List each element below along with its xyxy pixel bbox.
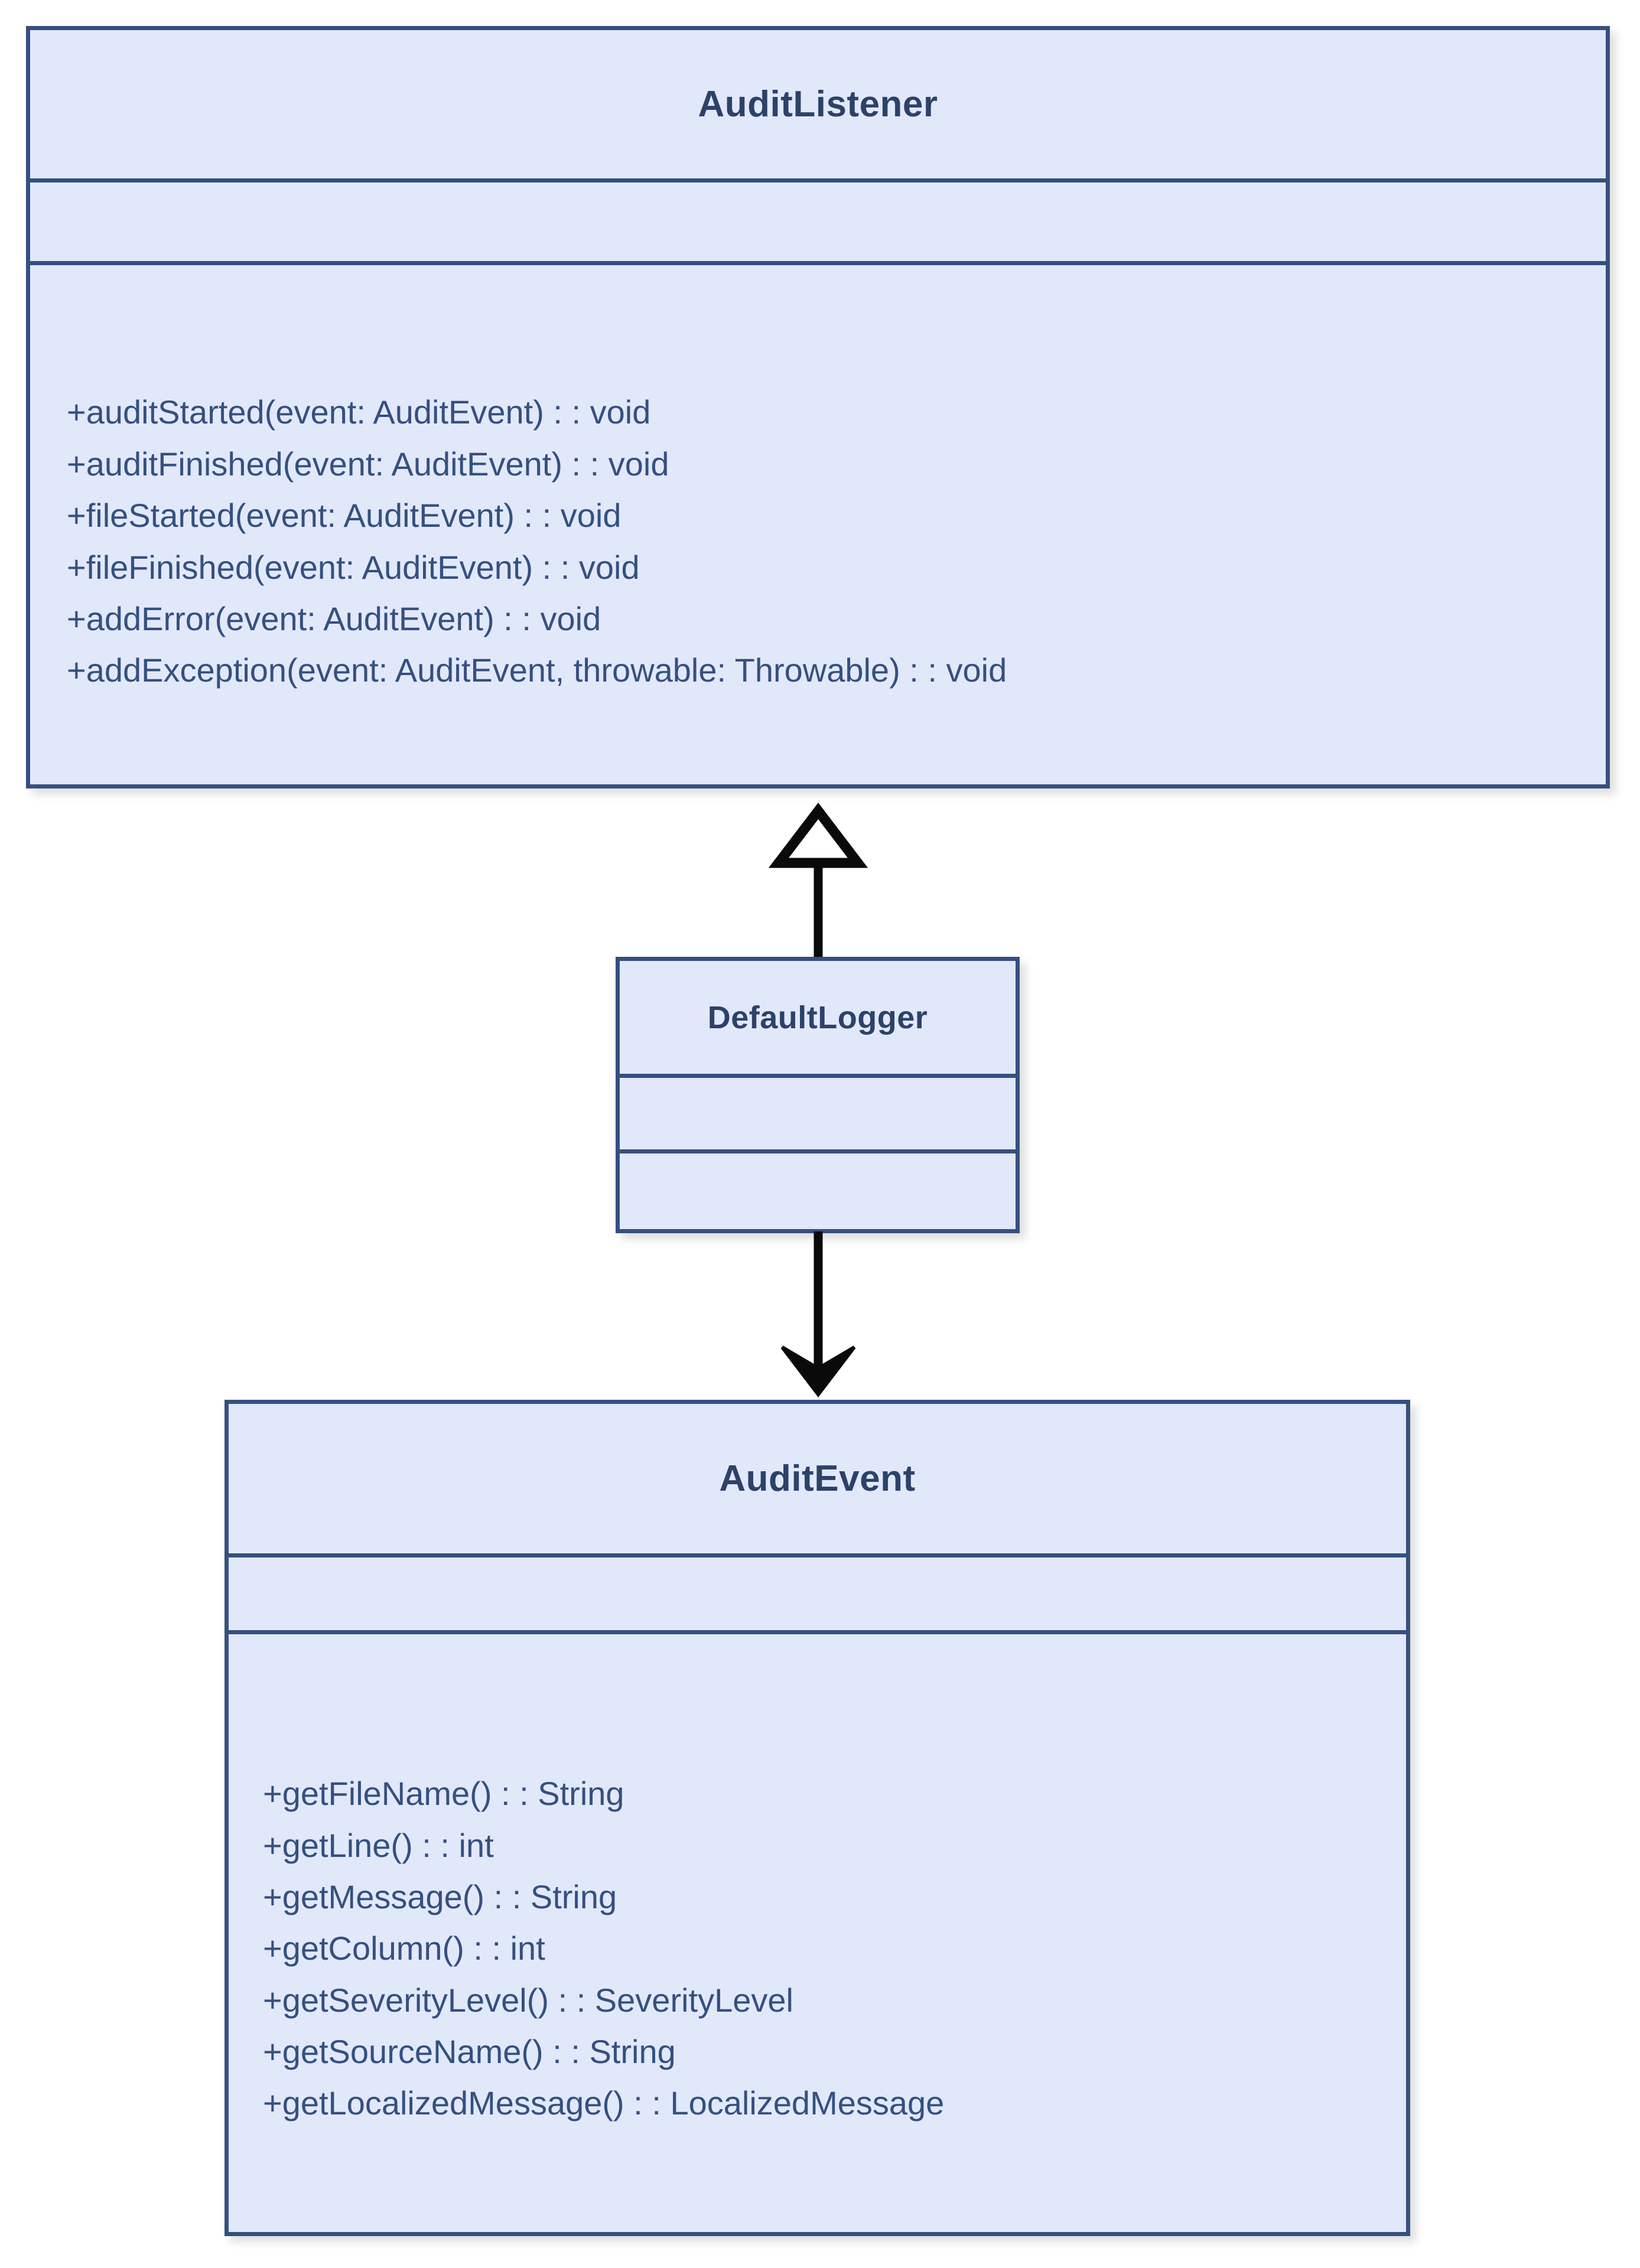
operation-row: +auditFinished(event: AuditEvent) : : vo… [67, 445, 669, 483]
class-operations-default-logger [620, 1149, 1016, 1229]
uml-class-audit-listener[interactable]: AuditListener +auditStarted(event: Audit… [26, 26, 1610, 788]
uml-class-audit-event[interactable]: AuditEvent +getFileName() : : String +ge… [224, 1400, 1410, 2236]
operation-row: +fileStarted(event: AuditEvent) : : void [67, 497, 621, 535]
operation-row: +getLine() : : int [263, 1826, 494, 1864]
class-attributes-default-logger [620, 1074, 1016, 1149]
association-arrow-defaultlogger-to-auditevent [774, 1231, 863, 1397]
class-operations-audit-listener: +auditStarted(event: AuditEvent) : : voi… [30, 261, 1606, 784]
class-attributes-audit-event [229, 1553, 1406, 1630]
hollow-triangle-arrowhead-icon [768, 802, 868, 868]
operation-row: +getColumn() : : int [263, 1930, 545, 1967]
operation-row: +auditStarted(event: AuditEvent) : : voi… [67, 393, 651, 431]
generalization-arrow-defaultlogger-to-auditlistener [768, 802, 868, 966]
uml-class-default-logger[interactable]: DefaultLogger [616, 957, 1020, 1233]
operation-row: +getFileName() : : String [263, 1775, 624, 1813]
solid-arrowhead-icon [780, 1345, 856, 1397]
operation-row: +getSeverityLevel() : : SeverityLevel [263, 1981, 793, 2019]
operation-row: +getMessage() : : String [263, 1878, 617, 1915]
operation-row: +addException(event: AuditEvent, throwab… [67, 651, 1007, 689]
operation-row: +addError(event: AuditEvent) : : void [67, 599, 601, 637]
class-operations-audit-event: +getFileName() : : String +getLine() : :… [229, 1630, 1406, 2232]
class-title-audit-listener: AuditListener [30, 30, 1606, 178]
class-attributes-audit-listener [30, 178, 1606, 261]
operation-row: +getLocalizedMessage() : : LocalizedMess… [263, 2084, 945, 2122]
class-title-default-logger: DefaultLogger [620, 961, 1016, 1074]
operation-row: +getSourceName() : : String [263, 2033, 676, 2071]
operation-row: +fileFinished(event: AuditEvent) : : voi… [67, 548, 640, 586]
class-title-audit-event: AuditEvent [229, 1404, 1406, 1553]
